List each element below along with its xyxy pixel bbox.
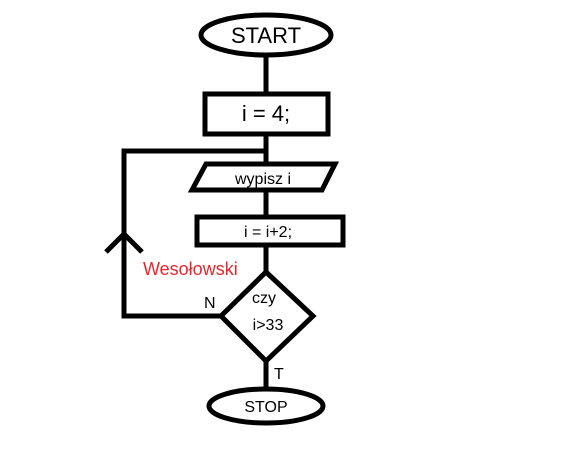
decision-diamond bbox=[217, 268, 317, 365]
increment-label: i = i+2; bbox=[244, 224, 292, 241]
output-label: wypisz i bbox=[234, 171, 291, 188]
start-terminal bbox=[198, 12, 334, 58]
yes-branch-label: T bbox=[274, 366, 284, 383]
author-label: Wesołowski bbox=[143, 259, 238, 279]
init-process-box bbox=[202, 91, 331, 137]
no-branch-label: N bbox=[204, 295, 216, 312]
loop-arrow-head bbox=[104, 230, 144, 254]
increment-process-box bbox=[194, 214, 346, 248]
decision-line1: czy bbox=[252, 290, 276, 307]
output-io-box bbox=[187, 161, 340, 193]
decision-line2: i>33 bbox=[253, 317, 284, 334]
start-label: START bbox=[231, 23, 301, 48]
stop-terminal bbox=[206, 386, 326, 426]
stop-label: STOP bbox=[244, 399, 287, 416]
connectors bbox=[104, 55, 269, 389]
init-label: i = 4; bbox=[242, 101, 290, 126]
